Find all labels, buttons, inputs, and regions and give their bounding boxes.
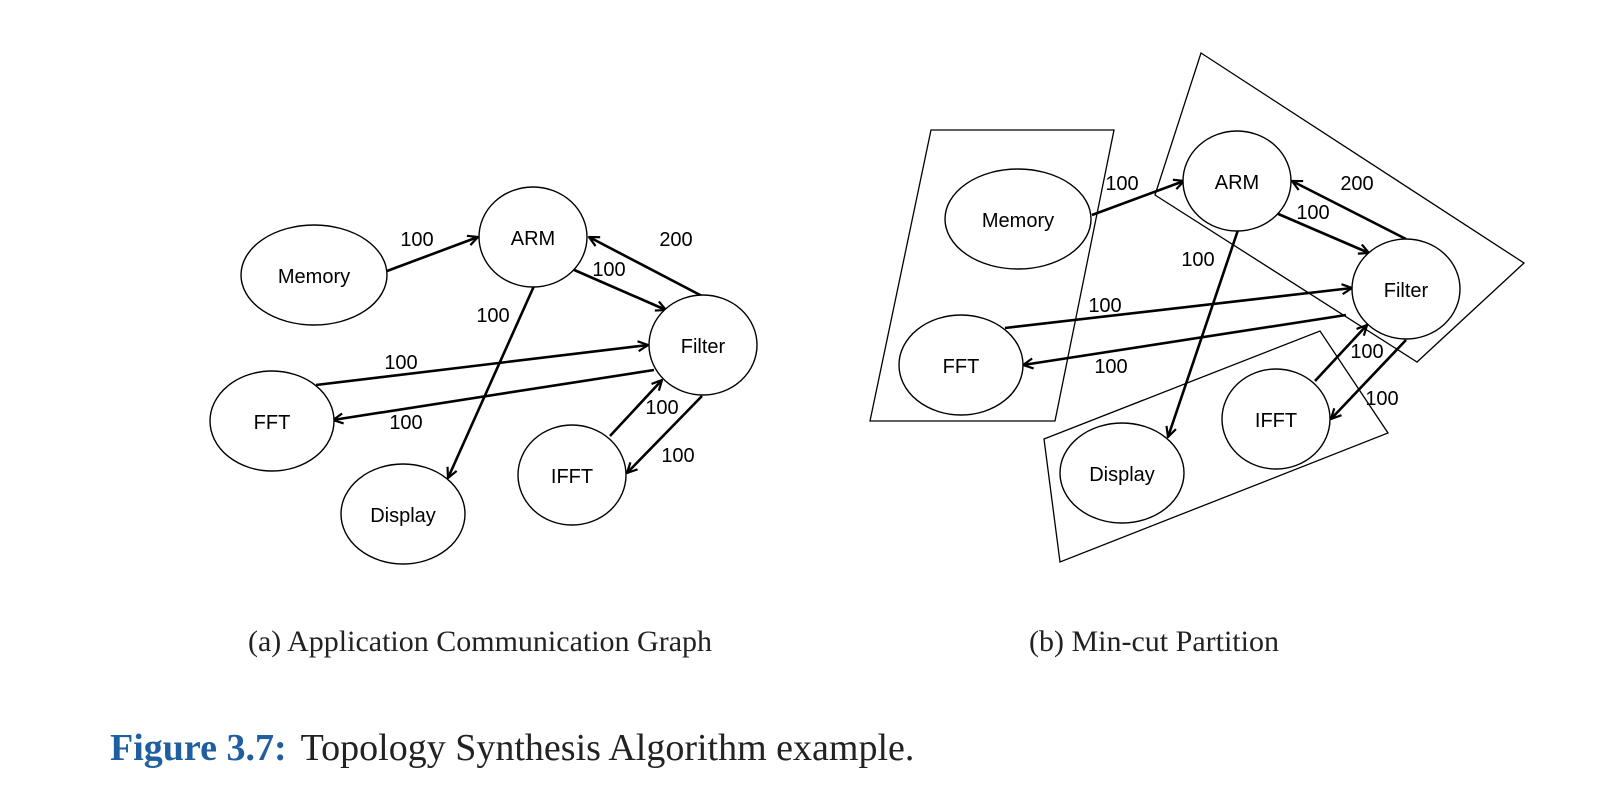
partition-bottom-right	[1043, 330, 1389, 563]
subcaption-a: (a) Application Communication Graph	[248, 625, 712, 658]
node-display: Display	[1059, 422, 1185, 524]
node-label: ARM	[511, 228, 555, 250]
node-ifft: IFFT	[1221, 368, 1331, 470]
node-fft: FFT	[209, 370, 335, 472]
edge-label-ifft-filter: 100	[1350, 341, 1383, 363]
caption-text: Topology Synthesis Algorithm example.	[300, 727, 915, 769]
node-memory: Memory	[944, 168, 1092, 270]
edge-ifft-filter	[1314, 325, 1367, 382]
subcaption-b: (b) Min-cut Partition	[1029, 625, 1279, 658]
node-ifft: IFFT	[517, 424, 627, 526]
edge-label-filter-arm: 200	[659, 229, 692, 251]
node-label: FFT	[943, 356, 980, 378]
edge-filter-fft	[1023, 313, 1347, 365]
node-label: Memory	[982, 210, 1054, 232]
edge-arm-display	[1168, 229, 1240, 437]
node-fft: FFT	[898, 314, 1024, 416]
edge-label-arm-display: 100	[476, 305, 509, 327]
edge-filter-arm	[589, 235, 703, 298]
edge-filter-fft	[333, 368, 655, 420]
node-filter: Filter	[1351, 238, 1461, 340]
edge-memory-arm	[386, 237, 478, 273]
edge-label-filter-arm: 200	[1340, 173, 1373, 195]
edge-arm-filter	[1275, 211, 1369, 253]
node-memory: Memory	[240, 224, 388, 326]
edge-label-arm-filter: 100	[1296, 202, 1329, 224]
edge-ifft-filter	[609, 380, 662, 437]
node-label: Display	[370, 505, 436, 527]
edge-label-filter-ifft: 100	[661, 445, 694, 467]
node-label: ARM	[1215, 172, 1259, 194]
node-label: FFT	[254, 412, 291, 434]
edge-label-memory-arm: 100	[400, 229, 433, 251]
edge-label-fft-filter: 100	[1088, 295, 1121, 317]
partition-left	[869, 129, 1115, 422]
edge-label-filter-ifft: 100	[1365, 388, 1398, 410]
edge-label-memory-arm: 100	[1105, 173, 1138, 195]
edge-filter-ifft	[627, 395, 703, 473]
node-label: IFFT	[551, 466, 593, 488]
node-filter: Filter	[648, 294, 758, 396]
node-arm: ARM	[1182, 130, 1292, 232]
figure-caption: Figure 3.7: Topology Synthesis Algorithm …	[110, 726, 914, 770]
edge-filter-ifft	[1331, 339, 1407, 419]
edge-fft-filter	[1004, 288, 1352, 330]
node-label: Memory	[278, 266, 350, 288]
edge-filter-arm	[1292, 179, 1407, 241]
figure-number: Figure 3.7:	[110, 727, 287, 769]
edge-label-filter-fft: 100	[389, 412, 422, 434]
panel-b: Memory ARM Filter FFT IFFT Display 100 2…	[869, 51, 1526, 658]
edge-arm-display	[448, 285, 536, 478]
node-display: Display	[340, 463, 466, 565]
node-label: Filter	[681, 336, 726, 358]
edge-fft-filter	[315, 345, 648, 387]
node-label: Filter	[1384, 280, 1429, 302]
edge-memory-arm	[1091, 181, 1184, 217]
edge-label-arm-display: 100	[1181, 249, 1214, 271]
edge-label-arm-filter: 100	[592, 259, 625, 281]
edge-arm-filter	[571, 267, 666, 310]
partition-top-right	[1154, 51, 1526, 363]
node-arm: ARM	[478, 186, 588, 288]
panel-a: Memory ARM Filter FFT IFFT Display 100 2…	[209, 186, 758, 658]
edge-label-filter-fft: 100	[1094, 356, 1127, 378]
edge-label-ifft-filter: 100	[645, 397, 678, 419]
node-label: IFFT	[1255, 410, 1297, 432]
edge-label-fft-filter: 100	[384, 352, 417, 374]
node-label: Display	[1089, 464, 1155, 486]
